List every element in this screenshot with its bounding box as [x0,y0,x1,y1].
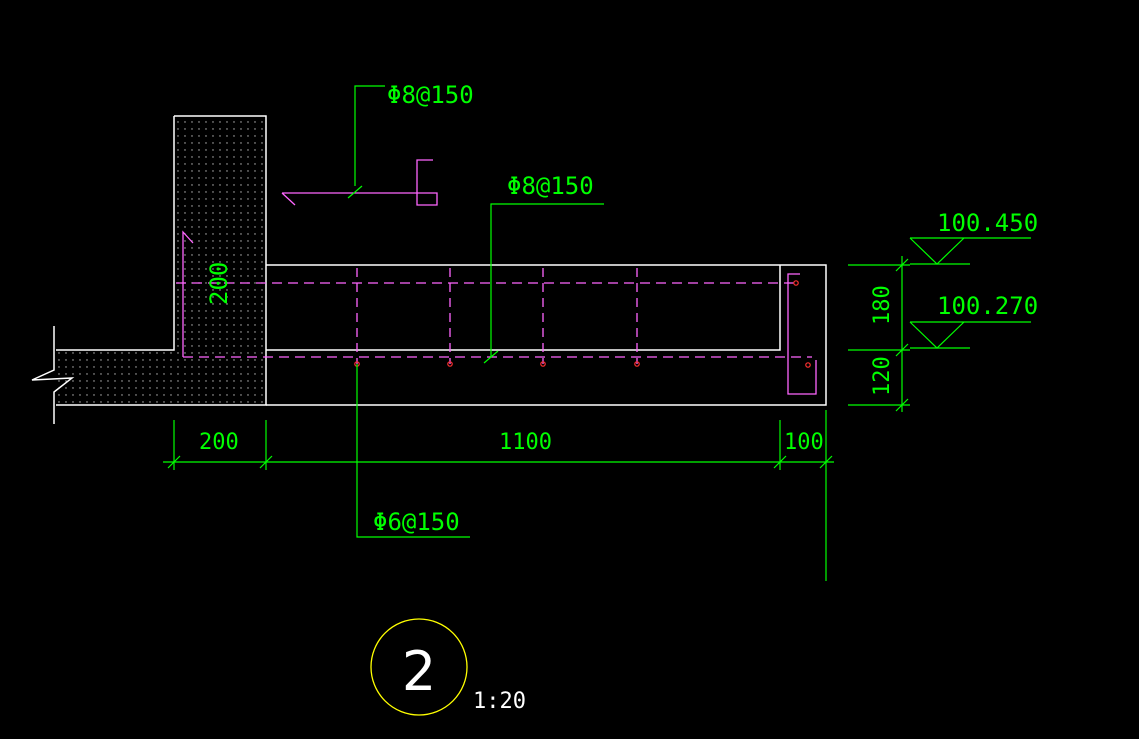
tick-1 [167,455,181,469]
section-mark: 2 1:20 [370,618,526,716]
tick-bottom [895,398,909,412]
section-circle [370,618,468,716]
tick-mid [895,343,909,357]
tick-top [895,258,909,272]
leader-mid-rebar-tick [483,350,499,364]
rebar-dot [447,361,453,367]
dim-lower-thickness: 120 [870,356,895,396]
elevation-bottom-value: 100.270 [937,292,1038,320]
horizontal-dimensions [163,410,834,581]
rebar-layout [176,159,817,395]
leader-bottom-rebar [356,364,470,538]
text-labels: Φ8@150 Φ8@150 Φ6@150 200 200 1100 100 18… [199,81,1038,536]
rebar-dots [354,280,811,368]
label-rebar-mid: Φ8@150 [507,172,594,200]
rebar-dot [793,280,799,286]
wall-hatch [175,117,265,404]
rebar-dot [634,361,640,367]
cantilever-slab-outline [266,264,827,406]
rebar-dot [805,362,811,368]
section-number: 2 [402,640,436,703]
label-rebar-bottom: Φ6@150 [373,508,460,536]
break-line [31,326,75,424]
elevation-bottom-triangle [909,321,1031,349]
tip-hook-bar [787,273,817,395]
elevation-top-value: 100.450 [937,209,1038,237]
dim-slab-tip: 100 [784,430,824,455]
leader-top-rebar [354,85,385,186]
wall-and-floor-outline [56,115,267,406]
leaders [347,85,604,538]
rebar-dot [540,361,546,367]
section-scale: 1:20 [473,689,526,714]
elevation-markers [909,237,1031,349]
concrete-outline [31,115,827,424]
top-rebar-detail [281,159,438,206]
wall-anchor-bar [182,230,194,357]
tick-3 [773,455,787,469]
elevation-top-triangle [909,237,1031,265]
dim-wall-width: 200 [199,430,239,455]
tick-2 [259,455,273,469]
floor-hatch [56,351,174,404]
dim-slab-length: 1100 [499,430,552,455]
leader-top-rebar-tick [347,185,363,199]
label-rebar-top: Φ8@150 [387,81,474,109]
tick-4 [819,455,833,469]
leader-mid-rebar [490,203,604,357]
vertical-dimensions [848,256,910,412]
dim-upper-thickness: 180 [870,285,895,325]
label-wall-height: 200 [205,262,233,305]
